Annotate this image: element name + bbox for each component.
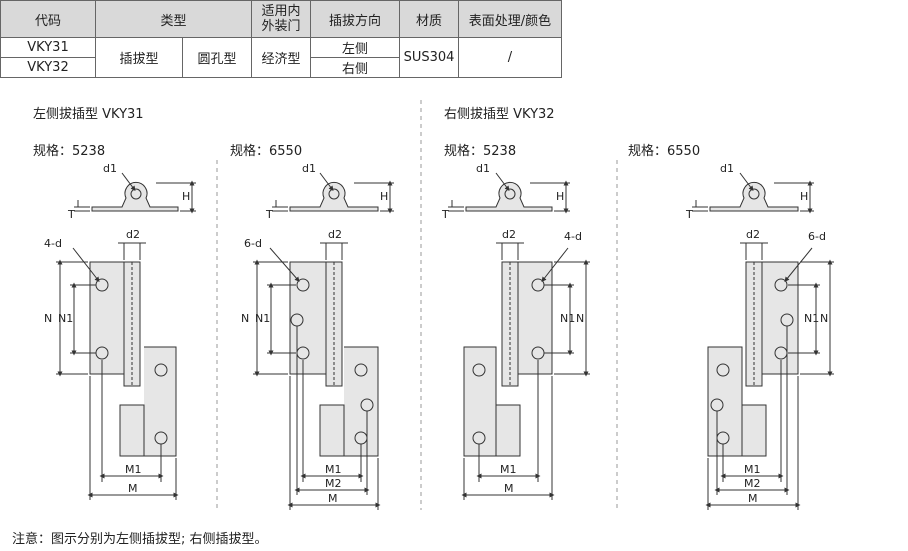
dim-N1: N1 — [804, 312, 819, 325]
dim-holes: 6-d — [244, 237, 262, 250]
dim-M1: M1 — [744, 463, 761, 476]
code-vky31: VKY31 — [0, 37, 96, 58]
dim-N: N — [241, 312, 249, 325]
dim-labels-3: d1 H T 4-d d2 N N1 M1 M — [441, 162, 584, 495]
footnote: 注意：图示分别为左侧插拔型; 右侧插拔型。 — [12, 532, 268, 547]
dim-H: H — [800, 190, 808, 203]
dim-d1: d1 — [302, 162, 316, 175]
dim-M1: M1 — [500, 463, 517, 476]
dim-N1: N1 — [255, 312, 270, 325]
dim-M2: M2 — [744, 477, 761, 490]
right-section-title: 右侧拔插型 VKY32 — [444, 107, 555, 122]
drawing-vky32-6550 — [692, 172, 834, 510]
dim-labels-1: d1 H T 4-d d2 N N1 M1 M — [44, 162, 190, 495]
dim-N: N — [576, 312, 584, 325]
drawing-vky31-6550 — [253, 172, 394, 510]
dim-d2: d2 — [502, 228, 516, 241]
dim-d2: d2 — [328, 228, 342, 241]
header-code: 代码 — [0, 0, 96, 38]
dim-T: T — [441, 208, 449, 221]
type-insert: 插拔型 — [95, 37, 183, 78]
dim-N: N — [820, 312, 828, 325]
dim-M: M — [128, 482, 138, 495]
direction-right: 右侧 — [310, 57, 400, 78]
dim-M1: M1 — [325, 463, 342, 476]
header-material: 材质 — [399, 0, 459, 38]
dim-H: H — [556, 190, 564, 203]
dim-H: H — [380, 190, 388, 203]
dim-holes: 6-d — [808, 230, 826, 243]
dim-holes: 4-d — [564, 230, 582, 243]
left-section-title: 左侧拔插型 VKY31 — [33, 107, 144, 122]
type-round-hole: 圆孔型 — [182, 37, 252, 78]
dim-d1: d1 — [103, 162, 117, 175]
spec-label-4: 规格：6550 — [628, 144, 701, 159]
scope-value: 经济型 — [251, 37, 311, 78]
dim-H: H — [182, 190, 190, 203]
surface-value: / — [458, 37, 562, 78]
dim-N1: N1 — [560, 312, 575, 325]
spec-label-3: 规格：5238 — [444, 144, 517, 159]
spec-table: 代码 类型 适用内 外装门 插拔方向 材质 表面处理/颜色 VKY31 插拔型 … — [0, 0, 562, 78]
dim-M2: M2 — [325, 477, 342, 490]
drawing-vky31-5238 — [56, 172, 196, 500]
spec-label-1: 规格：5238 — [33, 144, 106, 159]
header-direction: 插拔方向 — [310, 0, 400, 38]
dim-d1: d1 — [720, 162, 734, 175]
dim-M: M — [328, 492, 338, 505]
dim-d2: d2 — [746, 228, 760, 241]
drawing-vky32-5238 — [448, 172, 590, 500]
dim-T: T — [265, 208, 273, 221]
dim-M: M — [748, 492, 758, 505]
header-scope-line2: 外装门 — [261, 19, 301, 34]
dim-M: M — [504, 482, 514, 495]
dim-N1: N1 — [58, 312, 73, 325]
dim-d1: d1 — [476, 162, 490, 175]
dim-M1: M1 — [125, 463, 142, 476]
dim-labels-4: d1 H T 6-d d2 N N1 M1 M2 M — [685, 162, 828, 505]
dim-labels-2: d1 H T 6-d d2 N N1 M1 M2 M — [241, 162, 388, 505]
dim-holes: 4-d — [44, 237, 62, 250]
dim-N: N — [44, 312, 52, 325]
dim-d2: d2 — [126, 228, 140, 241]
code-vky32: VKY32 — [0, 57, 96, 78]
dim-T: T — [685, 208, 693, 221]
header-scope-line1: 适用内 — [261, 4, 301, 19]
spec-label-2: 规格：6550 — [230, 144, 303, 159]
dim-T: T — [67, 208, 75, 221]
